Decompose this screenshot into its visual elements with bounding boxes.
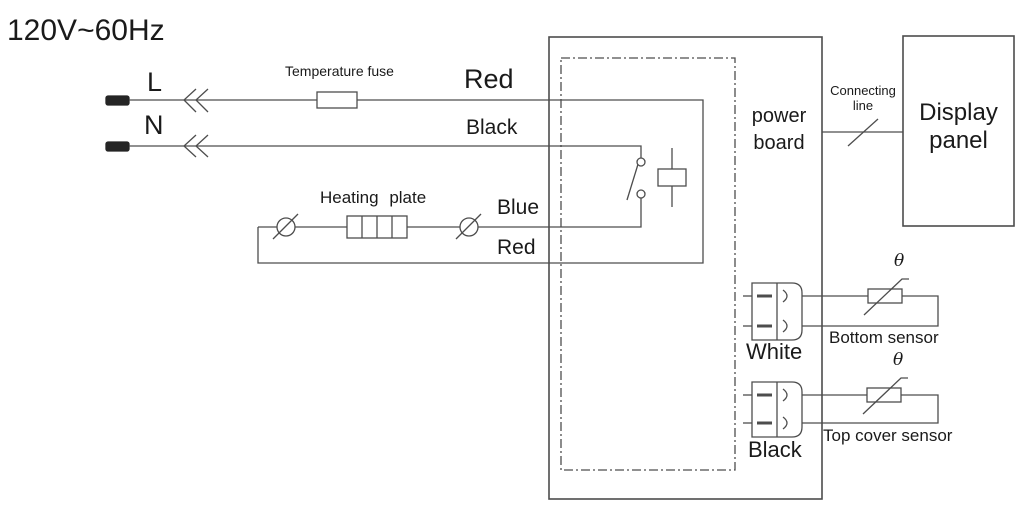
- thermistor-bottom-symbol: [863, 278, 909, 316]
- wire-red-bottom-label: Red: [497, 236, 536, 259]
- connector-white-symbol: [743, 282, 803, 341]
- connector-black-label: Black: [748, 437, 802, 462]
- bottom-sensor-label: Bottom sensor: [829, 328, 939, 347]
- plug-connector-left-icon: [272, 213, 299, 240]
- mains-plug-l: [105, 95, 130, 106]
- wire-red-loop: [129, 99, 704, 264]
- power-board-box: [548, 36, 823, 500]
- top-cover-sensor-label: Top cover sensor: [823, 426, 953, 445]
- display-panel-box: [902, 35, 1015, 227]
- relay-coil-symbol: [657, 148, 687, 207]
- diagram-title: 120V~60Hz: [7, 14, 165, 47]
- mains-plug-n: [105, 141, 130, 152]
- wire-black: [129, 145, 642, 158]
- wire-red-top-label: Red: [464, 64, 514, 94]
- theta-symbol-bottom: θ: [894, 251, 905, 271]
- heating-plate-symbol: [346, 215, 408, 239]
- theta-symbol-top: θ: [893, 350, 904, 370]
- connector-black-symbol: [743, 381, 803, 438]
- plug-connector-right-icon: [455, 213, 482, 240]
- heating-plate-label: Heating plate: [320, 188, 427, 207]
- line-l-label: L: [147, 67, 163, 97]
- display-panel-label: Display panel: [919, 99, 998, 154]
- line-n-label: N: [144, 110, 164, 140]
- break-chevrons-n: [183, 134, 209, 158]
- connector-white-label: White: [746, 339, 803, 364]
- relay-switch-symbol: [626, 157, 646, 201]
- wire-blue-heating: [258, 198, 642, 228]
- wire-black-label: Black: [466, 116, 518, 139]
- pcb-dashed-outline: [560, 57, 736, 471]
- temperature-fuse-symbol: [316, 91, 358, 109]
- break-chevrons-l: [183, 88, 209, 113]
- connecting-line-slash: [847, 118, 879, 147]
- thermistor-top-symbol: [862, 377, 908, 415]
- wire-blue-label: Blue: [497, 196, 540, 219]
- connecting-line-label: Connecting line: [830, 83, 896, 113]
- temperature-fuse-label: Temperature fuse: [285, 63, 394, 79]
- power-board-label: power board: [751, 105, 807, 154]
